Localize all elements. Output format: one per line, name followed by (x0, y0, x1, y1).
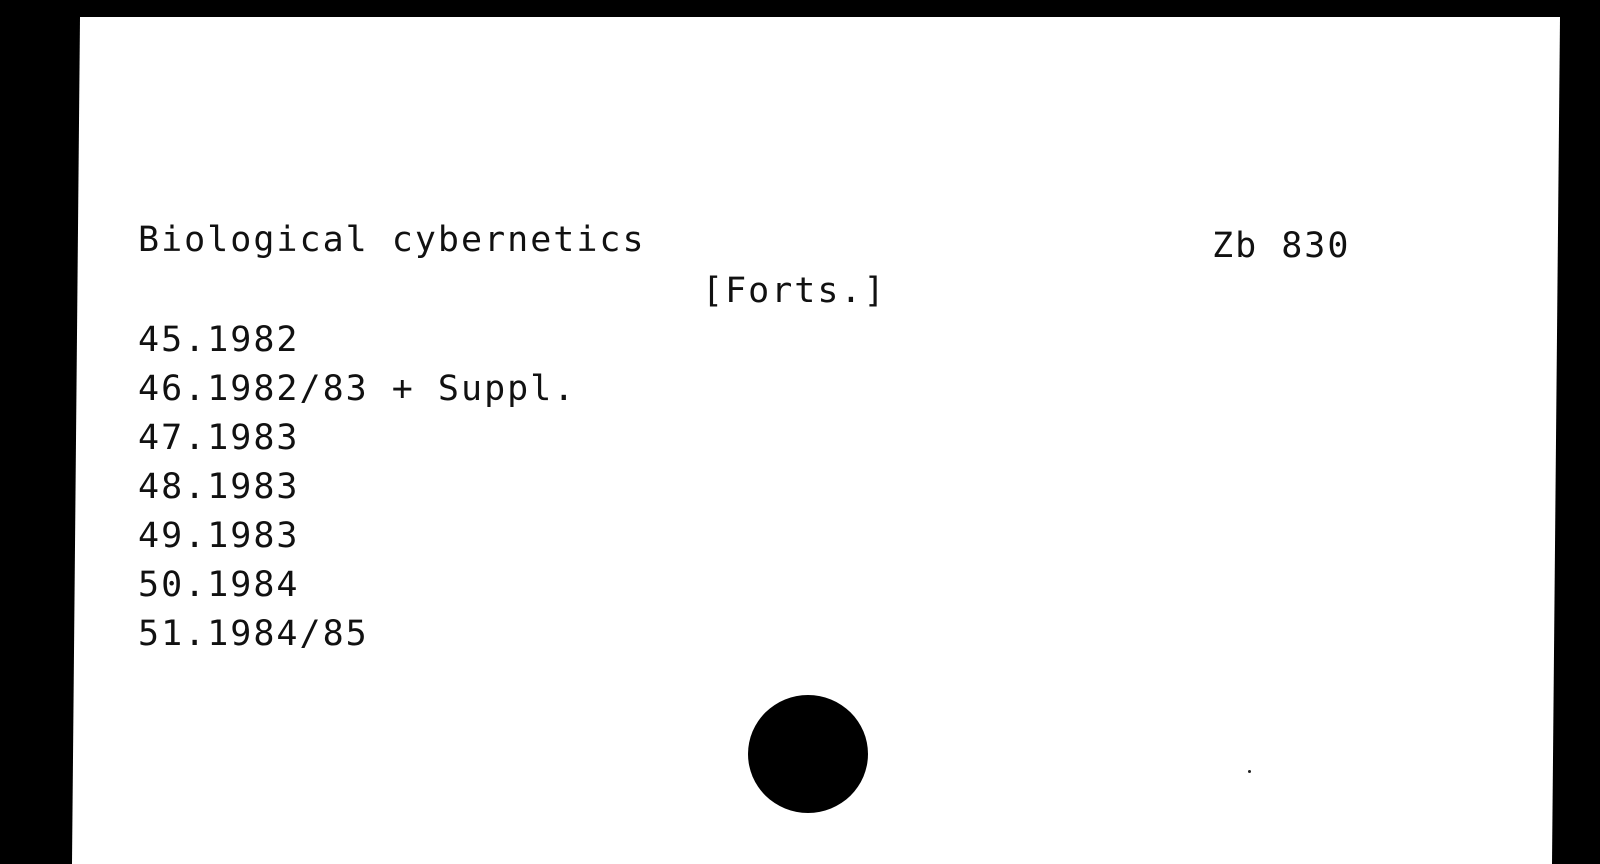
holding-entry: 46.1982/83 + Suppl. (138, 369, 577, 409)
catalog-card: Biological cybernetics Zb 830 [Forts.] 4… (72, 17, 1560, 864)
punch-hole (748, 695, 868, 813)
holding-entry: 48.1983 (138, 467, 300, 507)
continuation-note: [Forts.] (702, 271, 887, 311)
journal-title: Biological cybernetics (138, 220, 646, 260)
holdings-list: 45.1982 46.1982/83 + Suppl. 47.1983 48.1… (138, 316, 576, 659)
scan-speck (1248, 770, 1251, 773)
holding-entry: 47.1983 (138, 418, 300, 458)
holding-entry: 50.1984 (138, 565, 300, 605)
holding-entry: 51.1984/85 (138, 614, 369, 654)
call-number: Zb 830 (1212, 226, 1351, 266)
holding-entry: 45.1982 (138, 320, 300, 360)
holding-entry: 49.1983 (138, 516, 300, 556)
